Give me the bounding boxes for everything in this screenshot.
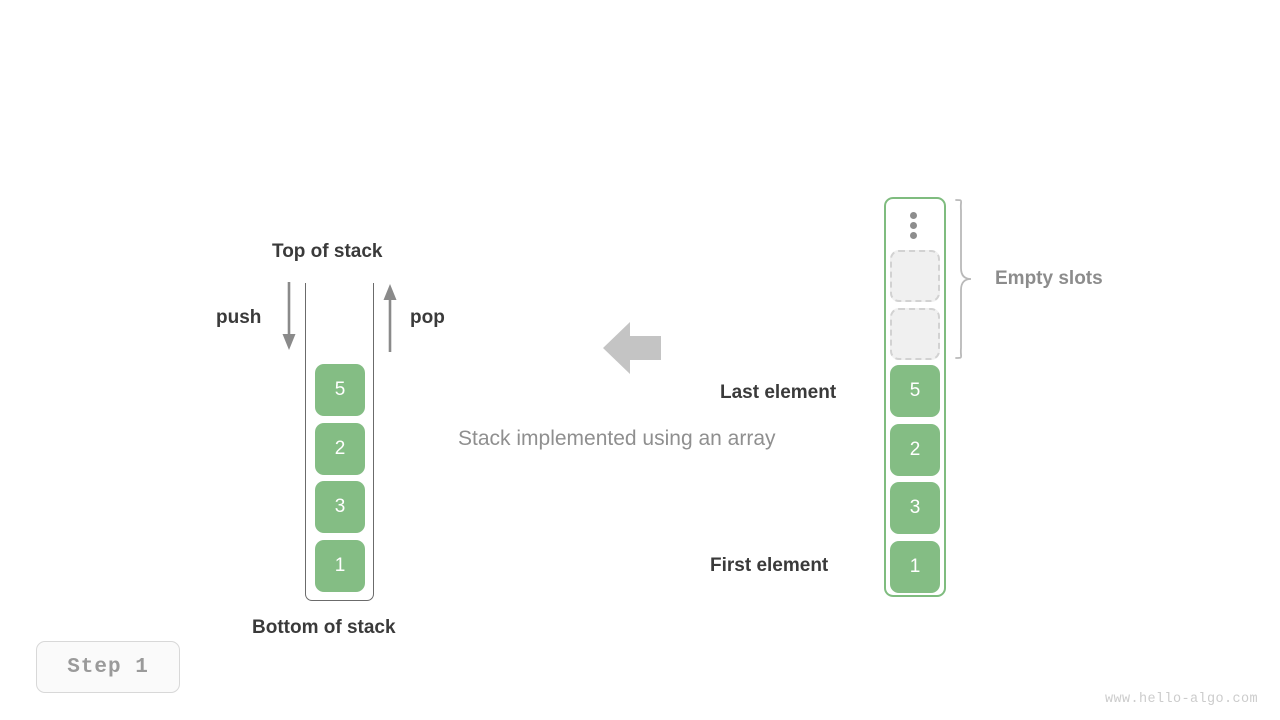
array-cell: 1 [890, 541, 940, 593]
step-badge: Step 1 [36, 641, 180, 693]
stack-cell: 2 [315, 423, 365, 475]
top-of-stack-label: Top of stack [272, 241, 383, 262]
pop-label: pop [410, 307, 445, 328]
watermark: www.hello-algo.com [1104, 692, 1258, 707]
empty-slot [890, 308, 940, 360]
empty-slots-label: Empty slots [995, 268, 1103, 289]
stack-cell: 5 [315, 364, 365, 416]
brace-icon [955, 199, 972, 359]
stack-cell: 1 [315, 540, 365, 592]
arrow-down-icon [282, 282, 296, 350]
empty-slot [890, 250, 940, 302]
first-element-label: First element [710, 555, 829, 576]
stack-cell: 3 [315, 481, 365, 533]
array-cell: 2 [890, 424, 940, 476]
arrow-up-icon [383, 284, 397, 352]
array-cell: 5 [890, 365, 940, 417]
stack-container: 5 2 3 1 [305, 283, 374, 601]
vertical-ellipsis-icon [910, 212, 918, 239]
array-container: 5 2 3 1 [884, 197, 946, 597]
diagram-caption: Stack implemented using an array [458, 427, 776, 450]
arrow-left-icon [603, 322, 661, 374]
last-element-label: Last element [720, 382, 837, 403]
bottom-of-stack-label: Bottom of stack [252, 617, 396, 638]
array-cell: 3 [890, 482, 940, 534]
push-label: push [216, 307, 262, 328]
